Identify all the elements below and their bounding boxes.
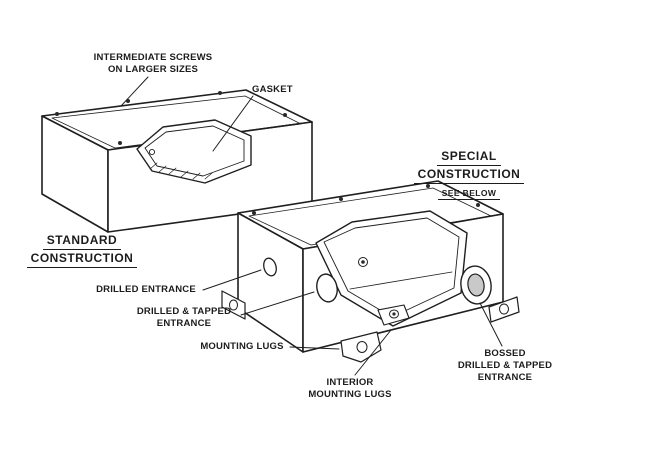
- heading-standard-construction: STANDARD CONSTRUCTION: [18, 232, 146, 268]
- interior-boss: [358, 257, 368, 267]
- leader-interior-lugs: [354, 329, 392, 376]
- callout-bossed-entrance: BOSSED DRILLED & TAPPED ENTRANCE: [452, 348, 558, 384]
- special-gasket-groove: [323, 217, 460, 318]
- mounting-lug-right: [488, 296, 520, 323]
- interior-lug-hole: [389, 309, 399, 319]
- leader-intermediate-screws: [120, 76, 149, 107]
- callout-line: INTERIOR: [326, 377, 374, 388]
- standard-box: [41, 89, 313, 233]
- lid-screw-dot: [218, 91, 222, 95]
- heading-special-construction: SPECIAL CONSTRUCTION SEE BELOW: [413, 148, 525, 200]
- lid-screw-dot: [55, 112, 59, 116]
- heading-line: CONSTRUCTION: [26, 250, 138, 268]
- heading-line: CONSTRUCTION: [413, 166, 525, 184]
- gasket-groove: [144, 125, 245, 177]
- interior-floor-edge: [349, 271, 453, 290]
- bossed-entrance-hole: [467, 273, 485, 297]
- drilled-entrance-hole: [263, 257, 277, 277]
- callout-line: ENTRANCE: [156, 318, 212, 329]
- mounting-lug-hole: [499, 303, 509, 315]
- callout-line: MOUNTING LUGS: [308, 389, 392, 400]
- interior-boss-screw: [361, 260, 365, 264]
- callout-line: ON LARGER SIZES: [107, 64, 199, 75]
- callout-gasket: GASKET: [252, 84, 312, 96]
- callout-line: DRILLED & TAPPED: [457, 360, 553, 371]
- callout-line: ENTRANCE: [477, 372, 533, 383]
- callout-drilled-tapped: DRILLED & TAPPED ENTRANCE: [128, 306, 240, 330]
- callout-mounting-lugs: MOUNTING LUGS: [196, 341, 288, 353]
- standard-box-lid-inner-edge: [51, 95, 302, 149]
- leader-gasket: [212, 95, 254, 152]
- heading-line: STANDARD: [42, 232, 122, 250]
- heading-note: SEE BELOW: [437, 188, 501, 200]
- callout-line: MOUNTING LUGS: [200, 341, 284, 352]
- callout-line: DRILLED ENTRANCE: [96, 284, 196, 295]
- rim-screw-dot: [339, 197, 343, 201]
- lid-screw-dot: [118, 141, 122, 145]
- callout-line: BOSSED: [484, 348, 526, 359]
- callout-intermediate-screws: INTERMEDIATE SCREWS ON LARGER SIZES: [86, 52, 220, 76]
- callout-line: INTERMEDIATE SCREWS: [93, 52, 213, 63]
- mounting-lug-hole: [356, 341, 368, 353]
- interior-lug-screw: [392, 312, 396, 316]
- special-box-opening: [315, 210, 468, 327]
- leader-drilled-tapped: [240, 291, 315, 316]
- callout-interior-mounting-lugs: INTERIOR MOUNTING LUGS: [298, 377, 402, 401]
- leader-bossed: [479, 302, 503, 347]
- leader-drilled-entrance: [202, 269, 262, 291]
- lid-screw-dot: [283, 113, 287, 117]
- drilled-tapped-hole: [316, 273, 338, 303]
- gasket-screw-boss: [148, 148, 156, 156]
- rim-screw-dot: [426, 184, 430, 188]
- rim-screw-dots: [252, 184, 480, 215]
- standard-box-opening: [136, 119, 252, 184]
- leader-mounting-lugs: [289, 346, 340, 350]
- mounting-lug-hole: [229, 299, 238, 311]
- callout-drilled-entrance: DRILLED ENTRANCE: [90, 284, 202, 296]
- heading-line: SPECIAL: [437, 148, 501, 166]
- special-box-rim-inner-edge: [248, 187, 492, 246]
- rim-screw-dot: [476, 203, 480, 207]
- rim-screw-dot: [252, 211, 256, 215]
- callout-line: GASKET: [252, 84, 293, 95]
- callout-line: DRILLED & TAPPED: [136, 306, 232, 317]
- gasket-hatching: [149, 162, 213, 180]
- leader-lines: [120, 76, 503, 376]
- mounting-lug-left: [221, 290, 246, 320]
- special-box: [221, 180, 520, 363]
